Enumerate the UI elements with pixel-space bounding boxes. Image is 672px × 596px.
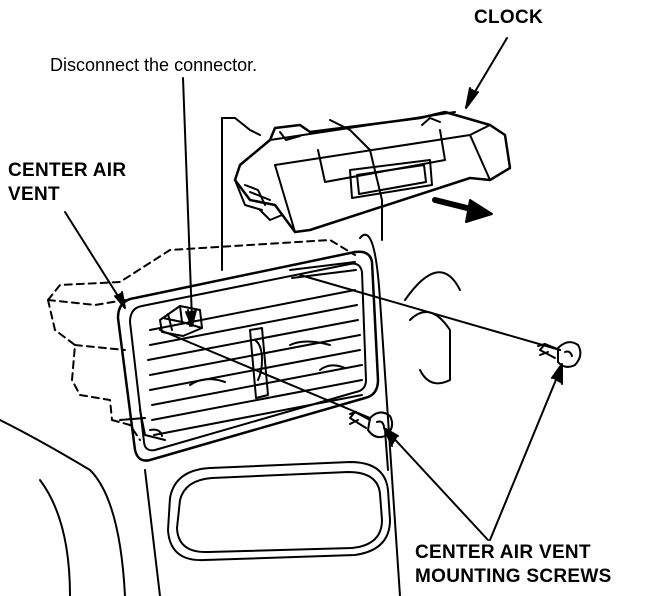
mounting-screws-label-line1: CENTER AIR VENT xyxy=(415,542,591,563)
leader-lines xyxy=(64,37,563,541)
upper-screw xyxy=(537,341,582,368)
removal-arrow xyxy=(432,197,493,223)
center-air-vent-label-line2: VENT xyxy=(8,184,60,205)
clock-label: CLOCK xyxy=(474,7,544,28)
disconnect-connector-label: Disconnect the connector. xyxy=(50,55,258,75)
hidden-housing-outline xyxy=(47,239,356,441)
center-air-vent xyxy=(116,250,380,462)
lower-console xyxy=(144,429,391,596)
dashboard-outline xyxy=(0,117,461,596)
lower-screw xyxy=(349,411,394,439)
clock-unit xyxy=(233,110,512,234)
center-air-vent-label-line1: CENTER AIR xyxy=(8,160,127,181)
mounting-screws-label-line2: MOUNTING SCREWS xyxy=(415,566,612,587)
